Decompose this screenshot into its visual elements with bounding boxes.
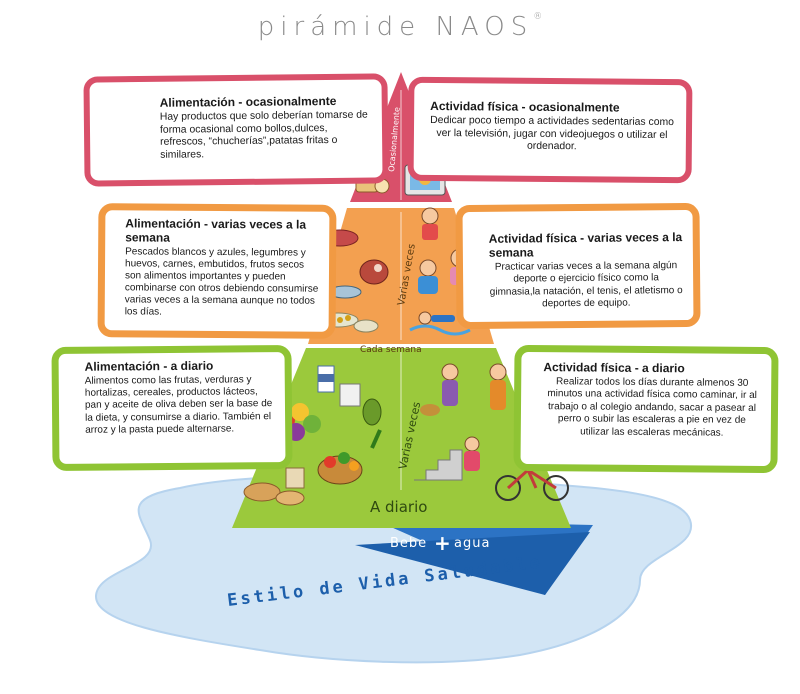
base-label-weekly: Cada semana — [360, 345, 422, 355]
food-daily-text: Alimentos como las frutas, verduras y ho… — [84, 374, 273, 436]
water-label-left: Bebe — [390, 536, 427, 551]
box-activity-daily: Actividad física - a diario Realizar tod… — [513, 344, 779, 474]
bread-icon — [243, 467, 305, 506]
dog-walker-icon — [420, 363, 507, 416]
food-occasional-title: Alimentación - ocasionalmente — [159, 93, 337, 110]
pyramid-title: pirámide NAOS® — [0, 12, 800, 42]
activity-weekly-title: Actividad física - varias veces a la sem… — [488, 230, 683, 260]
title-text: pirámide NAOS — [257, 12, 534, 42]
food-weekly-title: Alimentación - varias veces a la semana — [125, 216, 307, 245]
food-occasional-text: Hay productos que solo deberían tomarse … — [159, 109, 368, 161]
water-plus-icon: + — [434, 531, 451, 555]
box-food-weekly: Alimentación - varias veces a la semana … — [97, 203, 337, 339]
box-food-daily: Alimentación - a diario Alimentos como l… — [51, 344, 293, 472]
food-weekly-text: Pescados blancos y azules, legumbres y h… — [124, 246, 319, 318]
swimmer-icon — [409, 311, 471, 336]
base-label-daily: A diario — [370, 498, 427, 516]
activity-daily-title: Actividad física - a diario — [543, 360, 685, 376]
box-activity-weekly: Actividad física - varias veces a la sem… — [455, 202, 701, 330]
activity-daily-text: Realizar todos los días durante almenos … — [547, 376, 757, 439]
box-activity-occasional: Actividad física - ocasionalmente Dedica… — [407, 76, 693, 184]
registered-mark: ® — [533, 12, 543, 22]
milk-icon — [317, 365, 382, 426]
water-label-right: agua — [454, 536, 490, 551]
activity-occasional-title: Actividad física - ocasionalmente — [430, 98, 620, 115]
activity-occasional-text: Dedicar poco tiempo a actividades sedent… — [430, 114, 674, 153]
fish-food-icon — [317, 285, 379, 333]
vegetables-icon — [317, 429, 382, 485]
box-food-occasional: Alimentación - ocasionalmente Hay produc… — [83, 73, 389, 187]
water-band-shade — [355, 532, 590, 595]
stairs-icon — [414, 436, 480, 481]
food-daily-title: Alimentación - a diario — [84, 358, 214, 374]
activity-weekly-text: Practicar varias veces a la semana algún… — [489, 260, 683, 310]
